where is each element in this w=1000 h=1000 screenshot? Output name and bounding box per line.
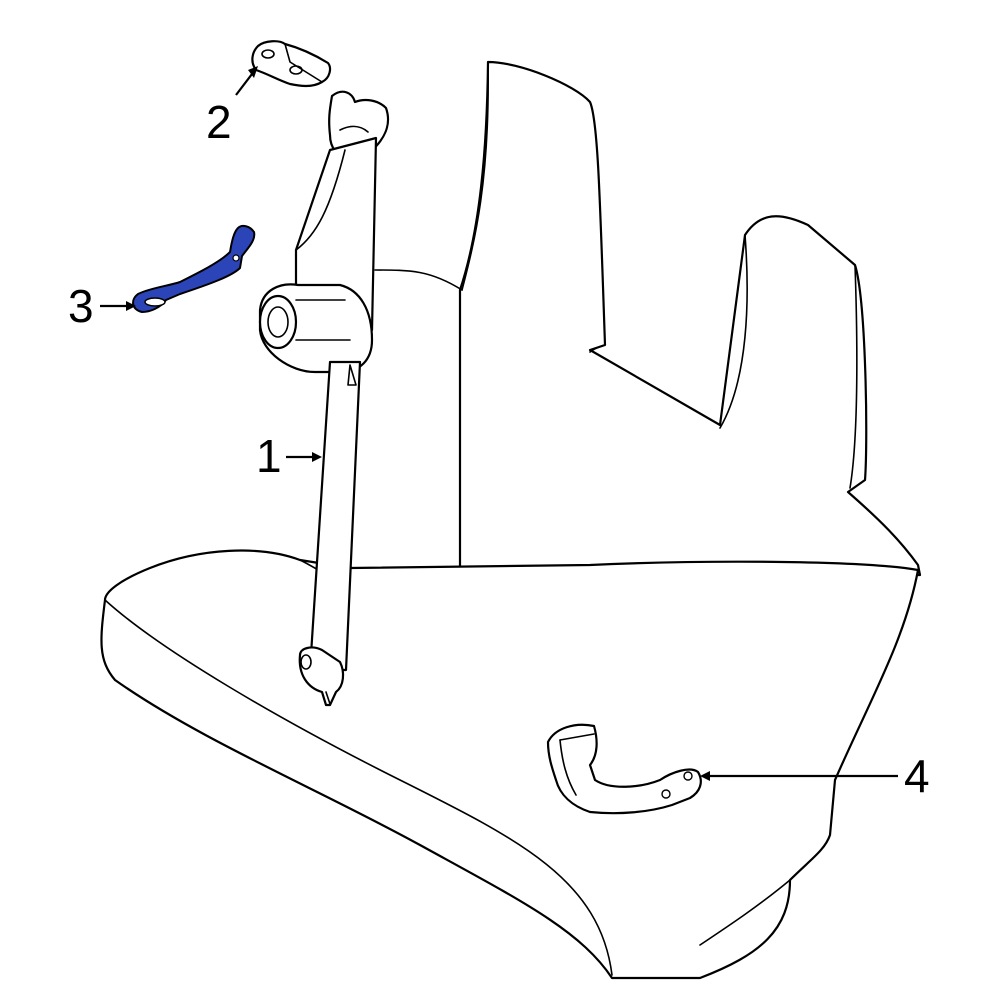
leader-2-arrowhead [248, 66, 258, 78]
part-3-anchor-strap [132, 224, 256, 313]
part-1-seat-belt-assembly [258, 90, 390, 707]
leader-4-arrowhead [700, 771, 710, 781]
callout-4: 4 [904, 750, 930, 802]
part-2-anchor-bracket [251, 40, 332, 88]
callout-leaders [100, 66, 898, 781]
leader-1-arrowhead [312, 452, 322, 462]
leader-3-arrowhead [126, 301, 136, 311]
part-4-buckle [546, 723, 702, 815]
callout-3: 3 [68, 280, 94, 332]
seat-cushion [100, 549, 920, 980]
seat-back-left [374, 60, 922, 577]
callout-2: 2 [206, 96, 232, 148]
callout-1: 1 [256, 430, 282, 482]
